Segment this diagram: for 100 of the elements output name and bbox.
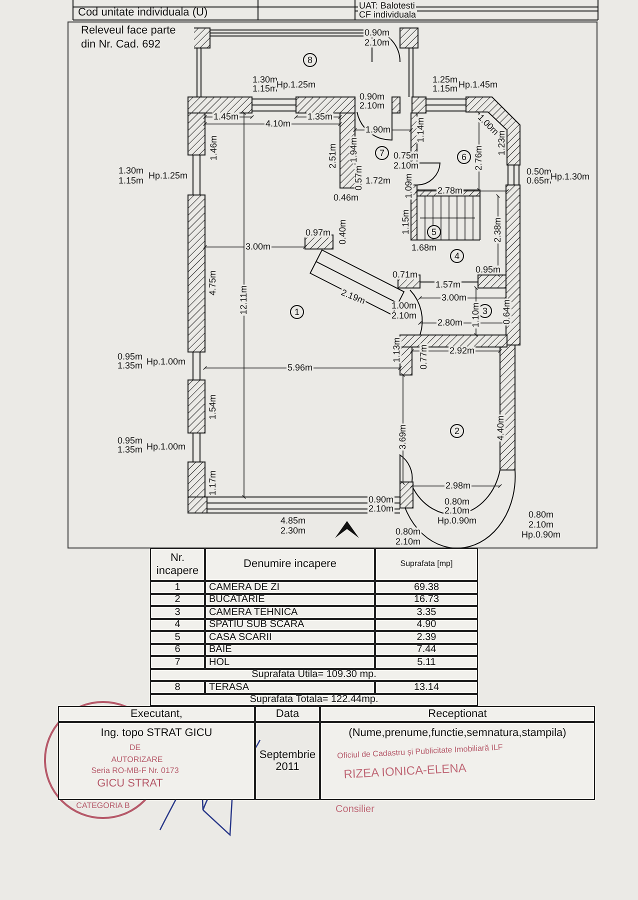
table-cell: 7 (150, 656, 205, 668)
table-cell: Septembrie 2011 (255, 722, 320, 800)
room-number: 4 (450, 249, 464, 263)
dimension-label: 1.45m (212, 112, 240, 122)
dimension-label: Hp.0.90m (436, 516, 478, 526)
room-number: 7 (375, 146, 389, 160)
dimension-label: 2.10m (394, 538, 422, 546)
dimension-label: 1.57m (434, 280, 462, 290)
table-cell: CAMERA DE ZI (205, 581, 375, 594)
dimension-label: 0.95m (116, 436, 144, 446)
table-cell: CASA SCARII (205, 631, 375, 644)
dimension-label: 2.38m (494, 216, 502, 244)
dimension-label: 0.90m (368, 496, 394, 504)
dimension-label: Hp.1.00m (145, 442, 187, 452)
table-cell: 3.35 (375, 606, 478, 618)
table-cell: BAIE (205, 644, 375, 656)
dimension-label: 3.00m (244, 242, 272, 252)
table-cell: 1 (150, 581, 205, 594)
dimension-label: 1.15m (118, 176, 144, 186)
dimension-label: 2.51m (328, 142, 338, 170)
dimension-label: 4.85m (280, 516, 306, 526)
table-cell: 4 (150, 618, 205, 631)
table-header: Executant, (58, 706, 255, 722)
room-number: 2 (450, 424, 464, 438)
dimension-label: 0.80m (444, 498, 470, 506)
dimension-label: 2.10m (390, 312, 418, 320)
table-header: Receptionat (320, 706, 595, 722)
dimension-label: 3.00m (440, 294, 468, 302)
table-cell: 5 (150, 631, 205, 644)
header-text: UAT: Balotesti (358, 2, 416, 10)
dimension-label: 1.46m (210, 134, 218, 162)
dimension-label: 2.10m (364, 38, 390, 48)
table-cell: HOL (205, 656, 375, 668)
dimension-label: 1.17m (208, 470, 218, 496)
dimension-label: 1.94m (350, 136, 358, 164)
room-number: 1 (290, 305, 304, 319)
table-cell: Suprafata Utila= 109.30 mp. (150, 668, 478, 681)
dimension-label: 0.90m (364, 28, 390, 38)
dimension-label: Hp.1.30m (549, 172, 591, 182)
dimension-label: 0.80m (394, 528, 422, 536)
table-cell: 69.38 (375, 581, 478, 594)
dimension-label: 1.13m (392, 336, 402, 364)
dimension-label: 0.75m (392, 152, 420, 160)
stamp-text: Oficiul de Cadastru și Publicitate Imobiliară ILF (336, 744, 504, 760)
stamp-text: DE (128, 744, 142, 752)
stamp-text: RIZEA IONICA-ELENA (342, 762, 468, 780)
dimension-label: Hp.1.45m (457, 80, 499, 90)
table-cell: 6 (150, 644, 205, 656)
table-cell: 5.11 (375, 656, 478, 668)
dimension-label: 1.09m (404, 172, 414, 200)
dimension-label: 1.15m (402, 208, 410, 236)
dimension-label: 1.25m (432, 76, 458, 84)
dimension-label: Hp.1.25m (147, 172, 189, 180)
dimension-label: 2.76m (474, 144, 484, 172)
dimension-label: 4.40m (496, 414, 506, 442)
dimension-label: 0.50m (526, 168, 552, 176)
dimension-label: 5.96m (286, 364, 314, 372)
stamp-text: CATEGORIA B (75, 802, 131, 810)
dimension-label: 1.14m (416, 116, 426, 144)
table-cell: SPATIU SUB SCARA (205, 618, 375, 631)
stamp-text: Consilier (334, 805, 376, 815)
table-cell: 16.73 (375, 594, 478, 606)
table-cell: 7.44 (375, 644, 478, 656)
table-header: Suprafata [mp] (375, 548, 478, 581)
dimension-label: 2.10m (444, 506, 470, 516)
dimension-label: 2.98m (444, 482, 472, 490)
stamp-text: GICU STRAT (96, 778, 164, 790)
dimension-label: 0.90m (358, 92, 386, 102)
table-cell: CAMERA TEHNICA (205, 606, 375, 618)
stamp-text: AUTORIZARE (110, 756, 164, 764)
dimension-label: 0.46m (332, 194, 360, 202)
dimension-label: 2.92m (448, 346, 476, 356)
table-cell: 13.14 (375, 681, 478, 694)
stamp-text: Seria RO-MB-F Nr. 0173 (90, 767, 180, 775)
table-cell: TERASA (205, 681, 375, 694)
dimension-label: 0.95m (474, 266, 502, 274)
dimension-label: 2.10m (358, 102, 386, 110)
dimension-label: 1.35m (116, 446, 144, 454)
dimension-label: 2.30m (280, 526, 306, 536)
dimension-label: 0.95m (116, 352, 144, 362)
table-cell: 2.39 (375, 631, 478, 644)
dimension-label: 2.78m (436, 186, 464, 196)
dimension-label: 2.80m (436, 318, 464, 328)
dimension-label: 1.23m (498, 130, 506, 156)
table-header: Nr. incapere (150, 548, 205, 581)
table-cell: 4.90 (375, 618, 478, 631)
dimension-label: 0.71m (392, 270, 418, 280)
table-header: Data (255, 706, 320, 722)
dimension-label: 1.00m (390, 302, 418, 310)
dimension-label: 0.57m (354, 164, 364, 192)
dimension-label: 1.30m (118, 166, 144, 176)
dimension-label: 0.64m (502, 298, 512, 326)
dimension-label: 4.75m (208, 270, 218, 296)
table-cell: Suprafata Totala= 122.44mp. (150, 694, 478, 706)
room-number: 5 (427, 225, 441, 239)
room-number: 6 (457, 150, 471, 164)
dimension-label: 1.72m (364, 176, 392, 186)
dimension-label: 2.10m (528, 520, 554, 530)
dimension-label: 1.54m (208, 394, 218, 420)
dimension-label: 1.35m (306, 112, 334, 122)
